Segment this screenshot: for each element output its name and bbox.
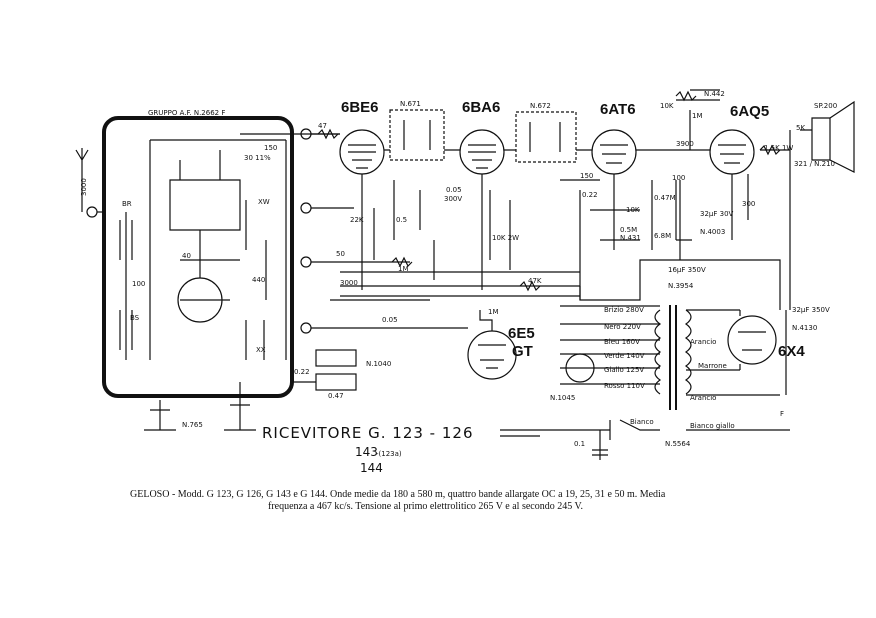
wire-brizio: Brizio 280V: [604, 306, 644, 314]
value-bs: BS: [130, 314, 140, 322]
receiver-model-123a: -(123a): [376, 450, 402, 458]
value-c0022: 0.22: [294, 368, 310, 376]
value-r05m: 0.5M: [620, 226, 637, 234]
part-n672: N.672: [530, 102, 551, 110]
value-c440: 440: [252, 276, 265, 284]
value-c32a: 32µF 30V: [700, 210, 734, 218]
caption-line-2: frequenza a 467 kc/s. Tensione al primo …: [268, 501, 583, 512]
antenna-icon: [75, 148, 89, 212]
value-r22k: 22K: [350, 216, 364, 224]
value-c32b: 32µF 350V: [792, 306, 830, 314]
value-c005b: 0.05: [446, 186, 462, 194]
value-c01: 0.1: [574, 440, 585, 448]
value-r1mc: 1M: [488, 308, 499, 316]
tube-label-6be6: 6BE6: [341, 99, 379, 116]
part-n431: N.431: [620, 234, 641, 242]
part-n3210: 321 / N.210: [794, 160, 835, 168]
value-c3000b: 3000: [340, 279, 358, 287]
wire-bleu: Bleu 160V: [604, 338, 640, 346]
tube-label-6e5: 6E5: [508, 325, 535, 342]
value-c40: 40: [182, 252, 191, 260]
part-n4003: N.4003: [700, 228, 725, 236]
if-transformer-2: [515, 111, 577, 163]
value-c100b: 100: [132, 280, 145, 288]
value-xx: XX: [256, 346, 266, 354]
value-c30: 30 11%: [244, 154, 271, 162]
receiver-title: RICEVITORE G. 123 - 126: [262, 424, 474, 442]
tube-label-6e5-gt: GT: [512, 343, 533, 360]
value-r10ka: 10K: [626, 206, 640, 214]
tube-label-6x4: 6X4: [778, 343, 805, 360]
if-transformer-1: [389, 109, 445, 161]
wiring: [75, 89, 855, 460]
wire-arancio2: Arancio: [690, 394, 716, 402]
value-c022a: 0.22: [582, 191, 598, 199]
value-r15k: 1.5K 1W: [764, 144, 793, 152]
value-c3900: 3900: [676, 140, 694, 148]
value-r1mb: 1M: [692, 112, 703, 120]
wire-giallo: Giallo 125V: [604, 366, 644, 374]
value-c100: 100: [672, 174, 685, 182]
value-r047m: 0.47M: [654, 194, 676, 202]
wire-arancio: Arancio: [690, 338, 716, 346]
value-r10kb: 10K: [660, 102, 674, 110]
receiver-model-144: 144: [360, 461, 383, 475]
caption-line-1: GELOSO - Modd. G 123, G 126, G 143 e G 1…: [130, 489, 666, 500]
part-n765: N.765: [182, 421, 203, 429]
receiver-model-143: 143: [355, 445, 378, 459]
part-n442: N.442: [704, 90, 725, 98]
value-c16: 16µF 350V: [668, 266, 706, 274]
value-c150b: 150: [580, 172, 593, 180]
group-label: GRUPPO A.F. N.2662 F: [148, 109, 225, 117]
value-c05: 0.5: [396, 216, 407, 224]
value-c047: 0.47: [328, 392, 344, 400]
part-n1045: N.1045: [550, 394, 575, 402]
wire-biancogiallo: Bianco giallo: [690, 422, 735, 430]
part-n5564: N.5564: [665, 440, 691, 448]
wire-verde: Verde 140V: [604, 352, 645, 360]
value-r10k2w: 10K 2W: [492, 234, 519, 242]
value-r300: 300: [742, 200, 755, 208]
value-r68m: 6.8M: [654, 232, 671, 240]
tube-label-6ba6: 6BA6: [462, 99, 500, 116]
part-n4130: N.4130: [792, 324, 817, 332]
value-c005a: 0.05: [382, 316, 398, 324]
value-r47k: 47K: [528, 277, 542, 285]
value-r5k: 5K: [796, 124, 805, 132]
value-f: F: [780, 410, 784, 418]
value-c3000a: 3000: [80, 178, 88, 196]
value-c50: 50: [336, 250, 345, 258]
wire-marrone: Marrone: [698, 362, 727, 370]
wire-bianco: Bianco: [630, 418, 654, 426]
tube-label-6aq5: 6AQ5: [730, 103, 769, 120]
part-n671: N.671: [400, 100, 421, 108]
value-r47: 47: [318, 122, 327, 130]
value-br: BR: [122, 200, 132, 208]
value-c150a: 150: [264, 144, 277, 152]
value-r1m: 1M: [398, 265, 409, 273]
tube-label-6at6: 6AT6: [600, 101, 636, 118]
value-v300: 300V: [444, 195, 462, 203]
wire-rosso: Rosso 110V: [604, 382, 645, 390]
part-n3954: N.3954: [668, 282, 694, 290]
wire-nero: Nero 220V: [604, 323, 641, 331]
value-xw: XW: [258, 198, 270, 206]
tube-6x4-symbol: [727, 315, 777, 365]
rf-group-box: [102, 116, 294, 398]
part-sp200: SP.200: [814, 102, 837, 110]
part-n1040: N.1040: [366, 360, 391, 368]
